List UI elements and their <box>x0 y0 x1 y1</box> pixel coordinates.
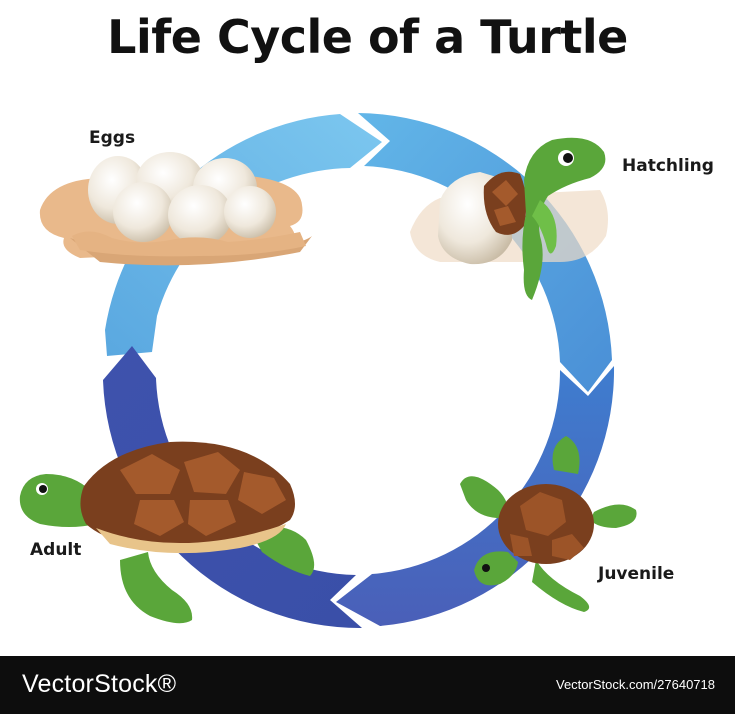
juvenile-illustration <box>460 436 637 612</box>
stage-label-juvenile: Juvenile <box>598 564 675 584</box>
stage-label-adult: Adult <box>30 540 82 560</box>
stage-label-hatchling: Hatchling <box>622 156 714 176</box>
footer-image-id: VectorStock.com/27640718 <box>556 677 715 692</box>
watermark-footer: VectorStock® VectorStock.com/27640718 <box>0 656 735 714</box>
page-title: Life Cycle of a Turtle <box>107 10 628 64</box>
stage-label-eggs: Eggs <box>89 128 136 148</box>
footer-brand: VectorStock® <box>22 670 177 698</box>
adult-illustration <box>19 441 315 624</box>
hatchling-illustration <box>410 137 608 300</box>
eggs-illustration <box>39 152 312 266</box>
